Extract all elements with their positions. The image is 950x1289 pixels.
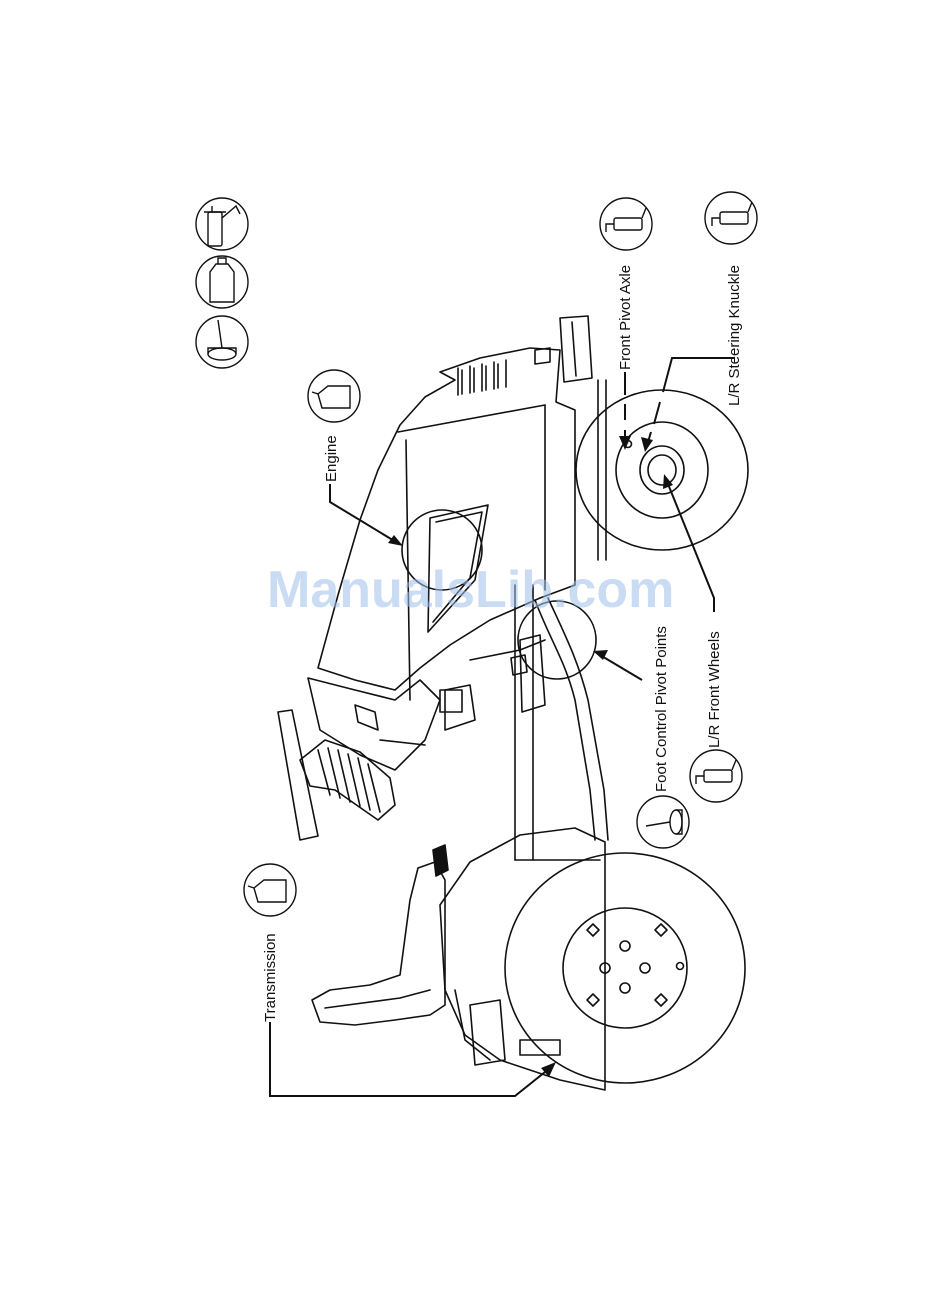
engine-oil-bottle-icon [308,370,360,422]
transmission-leader [270,1022,550,1096]
steering-knuckle-leader [648,358,735,442]
steering-knuckle-label: L/R Steering Knuckle [726,265,743,406]
engine-label: Engine [323,435,340,482]
front-wheel [576,390,748,550]
frame-rails [515,380,606,860]
tractor-drawing [278,316,748,1090]
foot-control-label: Foot Control Pivot Points [653,626,670,792]
front-wheels-leader [668,484,714,612]
foot-control-tube [440,598,608,840]
front-wheels-label: L/R Front Wheels [706,631,723,748]
transmission-label: Transmission [262,933,279,1022]
rear-wheel [505,853,745,1083]
foot-control-leader [600,655,642,680]
seat [312,845,448,1025]
front-pivot-axle-label: Front Pivot Axle [617,265,634,370]
callout-labels: Transmission Engine Front Pivot Axle L/R… [262,265,743,1022]
oil-can-icon [196,316,248,368]
rear-fender [440,828,605,1090]
arrowheads [388,436,673,1077]
front-pivot-grease-gun-icon [600,198,652,250]
front-wheels-grease-gun-icon [690,750,742,802]
lubricant-icons [196,192,757,916]
steering-knuckle-grease-gun-icon [705,192,757,244]
foot-control-oil-can-icon [637,796,689,848]
transmission-oil-bottle-icon [244,864,296,916]
hood [308,316,592,770]
grease-gun-icon [196,198,248,250]
engine-arrowhead [388,535,403,546]
watermark: ManualsLib.com [267,561,674,619]
oil-bottle-icon [196,256,248,308]
